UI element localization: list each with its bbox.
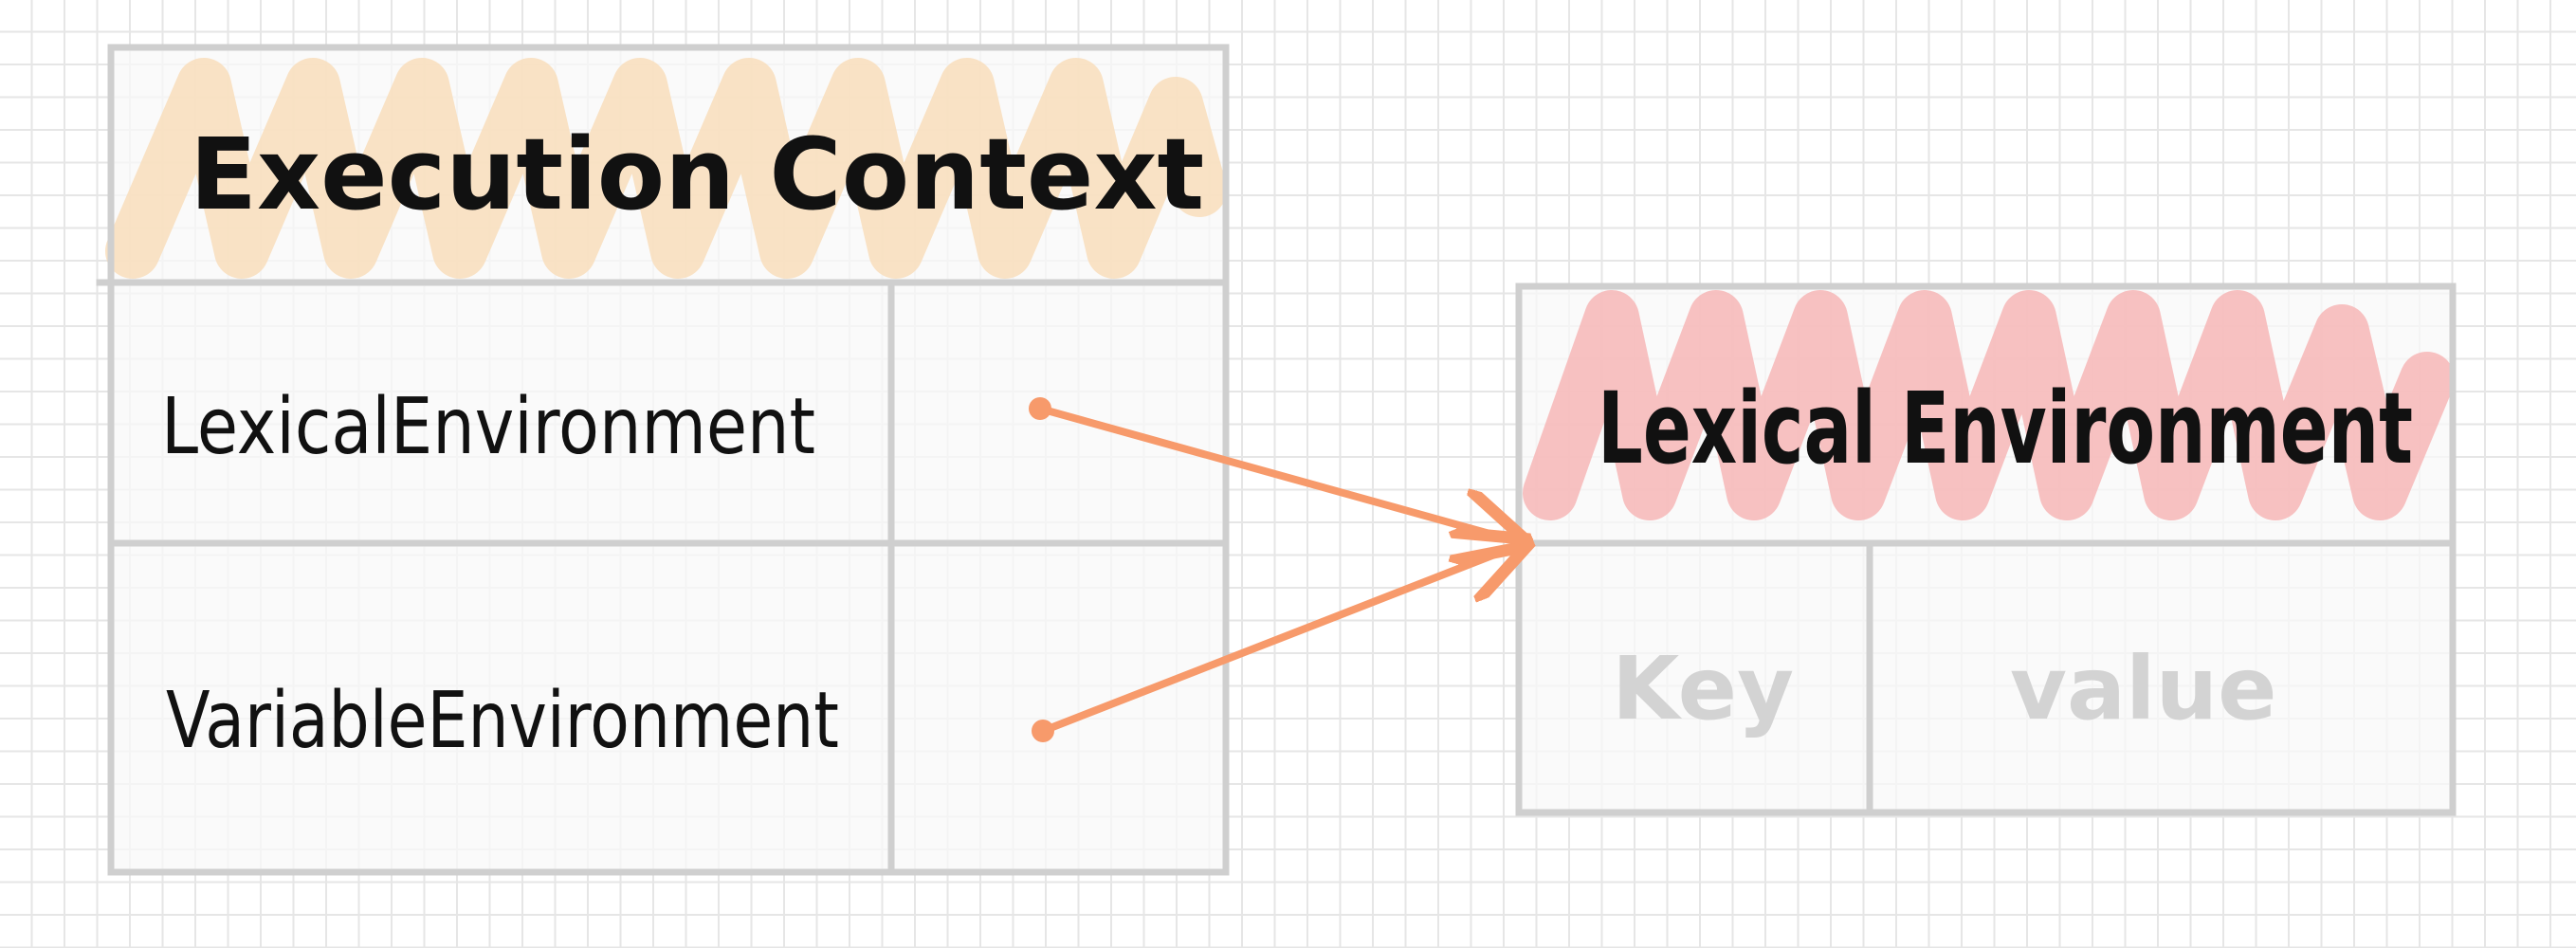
execution-context-title: Execution Context [190, 117, 1204, 232]
pointer-arrows [1029, 397, 1519, 742]
lexical-environment-title: Lexical Environment [1598, 371, 2413, 486]
value-column-label: value [2010, 638, 2276, 739]
lexical-environment-table: Lexical Environment Key value [1515, 283, 2457, 816]
variable-pointer-arrow [1039, 545, 1519, 735]
lexical-environment-highlight [1523, 290, 2455, 520]
key-column-label: Key [1612, 638, 1794, 739]
execution-context-highlight [105, 58, 1227, 279]
variable-environment-row-label: VariableEnvironment [166, 676, 839, 766]
lexical-environment-row-label: LexicalEnvironment [161, 382, 815, 472]
lexical-pointer-arrow [1036, 405, 1517, 541]
execution-context-table: Execution Context LexicalEnvironment Var… [96, 44, 1230, 876]
